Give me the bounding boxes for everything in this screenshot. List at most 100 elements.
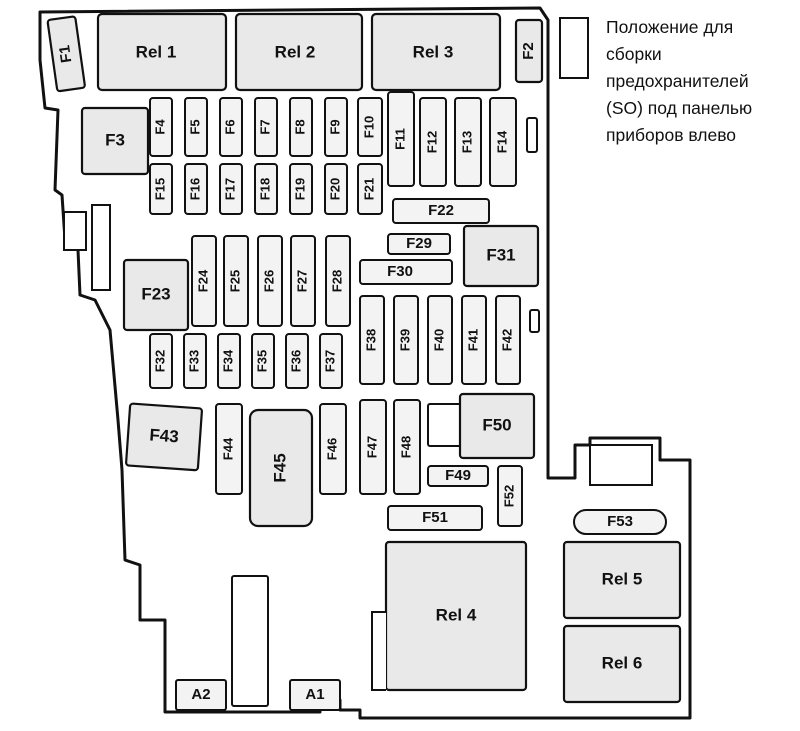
fuse-F3-label: F3 — [105, 130, 125, 149]
fuse-F5-label: F5 — [187, 119, 202, 134]
fuse-F38 — [359, 295, 385, 385]
fuse-F1 — [46, 15, 86, 93]
fuse-F18-label: F18 — [257, 178, 272, 200]
relay-rel2-label: Rel 2 — [275, 42, 316, 61]
fuse-F7 — [254, 97, 278, 157]
fuse-F53 — [573, 509, 667, 535]
fuse-F4 — [149, 97, 173, 157]
fuse-F44 — [215, 403, 243, 495]
f50-base — [427, 403, 465, 447]
fuse-F40-label: F40 — [431, 329, 446, 351]
fuse-F47-label: F47 — [364, 436, 379, 458]
fuse-F45 — [248, 408, 314, 528]
fuse-F3 — [80, 106, 150, 176]
fuse-F37-label: F37 — [322, 350, 337, 372]
caption-line: приборов влево — [606, 125, 737, 145]
fuse-F50 — [458, 392, 536, 460]
fuse-F6-label: F6 — [222, 119, 237, 134]
fuse-F9 — [324, 97, 348, 157]
fuse-F25-label: F25 — [227, 270, 242, 292]
right-clip — [589, 444, 653, 486]
fuse-F11 — [387, 91, 415, 187]
fuse-F51 — [387, 505, 483, 531]
connector-A2-label: A2 — [191, 686, 210, 703]
fuse-F24-label: F24 — [195, 269, 210, 292]
fuse-F42-label: F42 — [499, 329, 514, 351]
relay-rel5-label: Rel 5 — [602, 569, 643, 588]
fuse-F47 — [359, 399, 387, 495]
fuse-slot-empty — [526, 117, 538, 153]
fuse-F43-label: F43 — [149, 425, 180, 446]
fuse-F17-label: F17 — [222, 178, 237, 200]
fuse-F10 — [357, 97, 383, 157]
fuse-F46-label: F46 — [324, 438, 339, 460]
relay-rel4-label: Rel 4 — [436, 605, 477, 624]
fuse-F27 — [290, 235, 316, 327]
fuse-F22-label: F22 — [428, 202, 454, 219]
fuse-F31-label: F31 — [486, 245, 515, 264]
fuse-F24 — [191, 235, 217, 327]
fuse-F16 — [184, 163, 208, 215]
relay-rel3 — [370, 12, 502, 92]
fuse-F38-label: F38 — [363, 329, 378, 351]
fuse-F49-label: F49 — [445, 467, 471, 484]
fuse-F8-label: F8 — [292, 119, 307, 134]
connector-A1-label: A1 — [305, 686, 324, 703]
fuse-F32-label: F32 — [152, 350, 167, 372]
diagram-caption: Положение для сборки предохранителей (SO… — [606, 14, 796, 149]
fuse-F21-label: F21 — [361, 178, 376, 200]
fuse-F4-label: F4 — [152, 119, 167, 135]
fuse-F21 — [357, 163, 383, 215]
fuse-F48 — [393, 399, 421, 495]
caption-line: сборки — [606, 44, 662, 64]
relay-rel2 — [234, 12, 364, 92]
fuse-F34-label: F34 — [220, 349, 235, 372]
fuse-F8 — [289, 97, 313, 157]
relay-rel1 — [96, 12, 228, 92]
fuse-F30 — [359, 259, 453, 285]
fuse-F53-label: F53 — [607, 513, 633, 530]
fuse-F39 — [393, 295, 419, 385]
connector-A1 — [289, 679, 341, 711]
fuse-F23-label: F23 — [141, 284, 170, 303]
connector-A2 — [175, 679, 227, 711]
caption-line: Положение для — [606, 17, 734, 37]
relay-rel1-label: Rel 1 — [136, 42, 177, 61]
fuse-F18 — [254, 163, 278, 215]
fuse-F32 — [149, 333, 173, 389]
fuse-F2 — [514, 18, 544, 84]
relay-rel6 — [562, 624, 682, 704]
fuse-F26 — [257, 235, 283, 327]
fuse-F33-label: F33 — [186, 350, 201, 372]
fuse-row-f15-f21: F15 F16 F17 F18 F19 F20 F21 — [149, 163, 383, 215]
relay-rel5 — [562, 540, 682, 620]
caption-line: предохранителей — [606, 71, 749, 91]
fuse-F49 — [427, 465, 489, 487]
fuse-F28 — [325, 235, 351, 327]
fuse-F29 — [387, 233, 451, 255]
fuse-F25 — [223, 235, 249, 327]
fuse-F52 — [497, 465, 523, 527]
fuse-F36 — [285, 333, 309, 389]
fuse-F45-label: F45 — [270, 453, 289, 482]
fuse-F7-label: F7 — [257, 119, 272, 134]
fuse-F35-label: F35 — [254, 350, 269, 372]
fuse-F19 — [289, 163, 313, 215]
fuse-F2-label: F2 — [520, 42, 537, 60]
fuse-F33 — [183, 333, 207, 389]
fuse-F27-label: F27 — [294, 270, 309, 292]
fuse-F22 — [392, 198, 490, 224]
relay-rel3-label: Rel 3 — [413, 42, 454, 61]
fuse-F20-label: F20 — [327, 178, 342, 200]
fuse-F15 — [149, 163, 173, 215]
side-clip — [63, 211, 87, 251]
fuse-F29-label: F29 — [406, 235, 432, 252]
rel4-bracket — [371, 611, 386, 691]
fuse-F15-label: F15 — [152, 178, 167, 200]
fuse-F36-label: F36 — [288, 350, 303, 372]
fuse-F39-label: F39 — [397, 329, 412, 351]
fuse-F31 — [462, 224, 540, 288]
fuse-F42 — [495, 295, 521, 385]
relay-rel6-label: Rel 6 — [602, 653, 643, 672]
